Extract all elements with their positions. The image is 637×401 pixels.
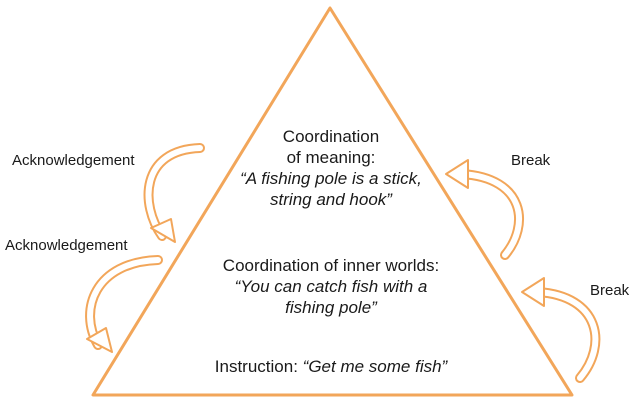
top-level-line2: of meaning: — [286, 148, 376, 167]
top-level-quote-line1: “A fishing pole is a stick, — [240, 169, 422, 188]
bottom-level-label: Instruction: — [214, 357, 298, 376]
middle-level-line1: Coordination of inner worlds: — [222, 256, 440, 275]
bottom-level-quote: “Get me some fish” — [302, 357, 448, 376]
label-acknowledgement-upper: Acknowledgement — [12, 152, 135, 169]
arrow-acknowledgement-lower — [85, 255, 163, 353]
arrow-acknowledgement-upper — [143, 143, 205, 243]
middle-level-quote-line2: fishing pole” — [285, 298, 377, 317]
label-break-upper: Break — [511, 152, 551, 169]
arrow-break-upper — [445, 159, 524, 260]
middle-level: Coordination of inner worlds: “You can c… — [223, 255, 439, 318]
label-break-lower: Break — [590, 282, 630, 299]
top-level-title: Coordination of meaning: “A fishing pole… — [240, 126, 422, 210]
middle-level-quote-line1: “You can catch fish with a — [234, 277, 428, 296]
top-level-quote-line2: string and hook” — [270, 190, 392, 209]
pyramid-triangle — [91, 6, 574, 397]
arrow-break-lower — [521, 277, 601, 383]
label-acknowledgement-lower: Acknowledgement — [5, 237, 128, 254]
top-level-line1: Coordination — [282, 127, 380, 146]
bottom-level: Instruction: “Get me some fish” — [215, 356, 447, 377]
